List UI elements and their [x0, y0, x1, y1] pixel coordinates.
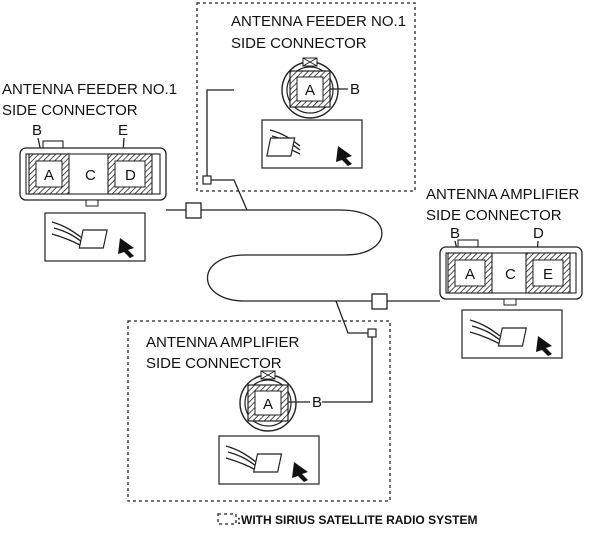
feeder-top-label-line1: ANTENNA FEEDER NO.1: [231, 13, 406, 30]
amp-right-pin-a: A: [465, 266, 475, 283]
amp-bottom-round-connector: [239, 370, 297, 432]
amp-right-pin-d: D: [533, 225, 544, 242]
feeder-left-pin-d: D: [125, 167, 136, 184]
amp-bottom-pin-b: B: [312, 394, 322, 411]
amp-right-pin-b: B: [450, 225, 460, 242]
feeder-left-pin-a: A: [44, 167, 54, 184]
amp-right-pin-e: E: [543, 266, 553, 283]
feeder-left-pin-c: C: [85, 167, 96, 184]
amp-bottom-terminal-view: [218, 435, 320, 485]
amp-right-rect-connector: [439, 239, 583, 306]
amp-right-label-line2: SIDE CONNECTOR: [426, 207, 562, 224]
feeder-left-label-line2: SIDE CONNECTOR: [2, 102, 138, 119]
feeder-top-pin-a: A: [305, 82, 315, 99]
top-dashed-box: [196, 2, 416, 192]
feeder-top-label-line2: SIDE CONNECTOR: [231, 35, 367, 52]
feeder-left-label-line1: ANTENNA FEEDER NO.1: [2, 81, 177, 98]
amp-right-label-line1: ANTENNA AMPLIFIER: [426, 186, 580, 203]
amp-right-terminal-view: [461, 309, 563, 359]
feeder-left-rect-connector: [19, 140, 167, 207]
legend-text: :WITH SIRIUS SATELLITE RADIO SYSTEM: [237, 513, 477, 527]
feeder-top-terminal-view: [261, 119, 363, 169]
amp-right-pin-c: C: [505, 266, 516, 283]
amp-bottom-label-line2: SIDE CONNECTOR: [146, 355, 282, 372]
amp-bottom-pin-a: A: [263, 396, 273, 413]
amp-bottom-label-line1: ANTENNA AMPLIFIER: [146, 334, 300, 351]
legend-dashed-swatch: [217, 513, 237, 525]
antenna-cable: [166, 89, 440, 403]
bottom-dashed-box: [127, 320, 391, 502]
feeder-left-pin-b: B: [32, 122, 42, 139]
feeder-top-pin-b: B: [350, 81, 360, 98]
feeder-left-pin-e: E: [118, 122, 128, 139]
feeder-left-terminal-view: [44, 212, 146, 262]
